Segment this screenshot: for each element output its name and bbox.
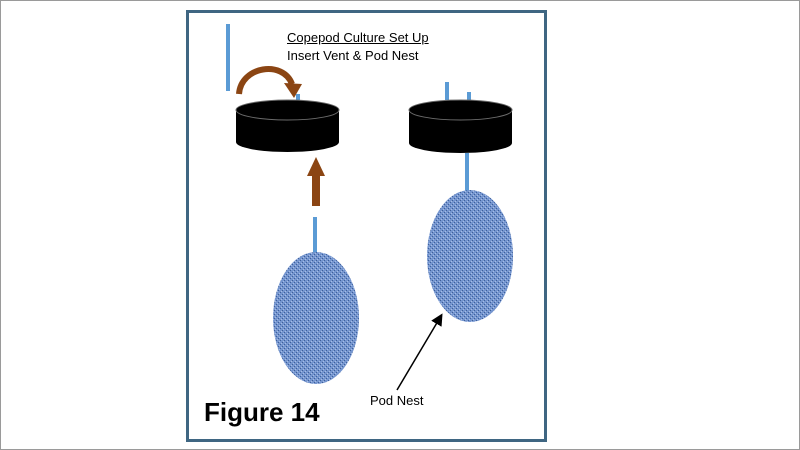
right-lid [408, 82, 513, 153]
diagram-subtitle: Insert Vent & Pod Nest [287, 48, 419, 63]
diagram-title: Copepod Culture Set Up [287, 30, 429, 45]
up-arrow [307, 157, 325, 206]
left-lid-vent-stub [296, 94, 300, 104]
right-lid-vent-stub-1 [445, 82, 449, 104]
right-nest-tube [465, 153, 469, 193]
curved-insert-arrow [236, 66, 302, 98]
loose-vent-tube [226, 24, 230, 91]
figure-frame [186, 10, 547, 442]
left-lid [235, 94, 340, 152]
figure-label: Figure 14 [204, 397, 320, 427]
right-pod-nest [427, 190, 513, 322]
pod-nest-label: Pod Nest [370, 393, 424, 408]
left-pod-nest [273, 252, 359, 384]
right-lid-vent-stub-2 [467, 92, 471, 104]
callout-arrow [396, 313, 443, 391]
left-nest-tube [313, 217, 317, 255]
